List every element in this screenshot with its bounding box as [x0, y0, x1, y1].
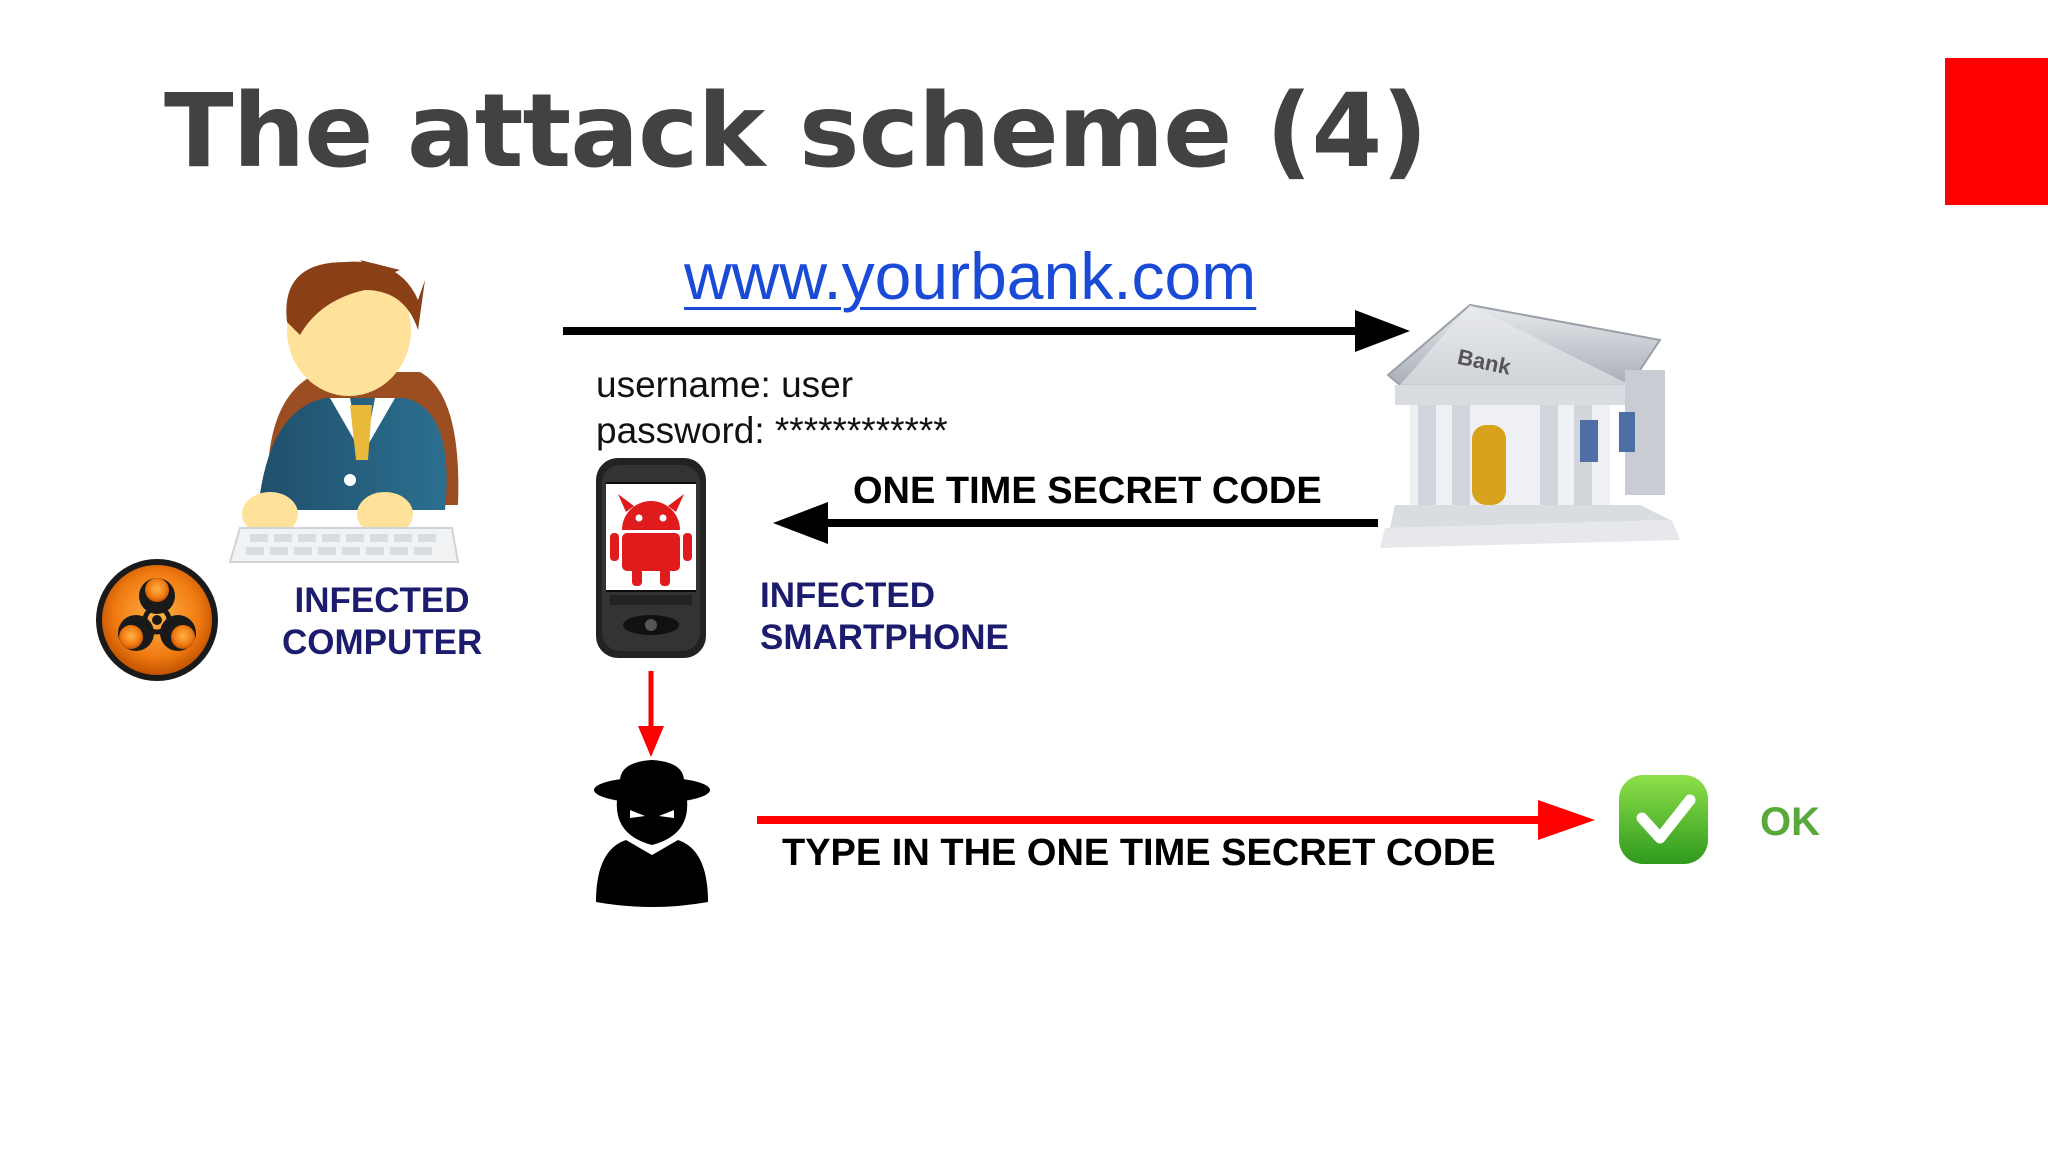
infected-computer-line2: COMPUTER — [282, 623, 483, 662]
bank-building-icon — [1380, 303, 1680, 548]
infected-computer-line1: INFECTED — [294, 581, 470, 620]
hacker-spy-icon — [594, 760, 710, 907]
username-line: username: user — [596, 364, 854, 405]
infected-smartphone-line2: SMARTPHONE — [760, 618, 1009, 657]
infected-smartphone-line1: INFECTED — [760, 576, 935, 615]
bank-url-link[interactable]: www.yourbank.com — [684, 239, 1257, 313]
ok-label: OK — [1760, 800, 1820, 844]
one-time-code-label: ONE TIME SECRET CODE — [853, 470, 1322, 512]
arrow-to-ok — [757, 800, 1595, 840]
android-malware-icon — [606, 484, 696, 590]
user-at-computer-icon — [228, 260, 460, 563]
arrow-to-hacker — [638, 671, 664, 757]
infected-smartphone-label: INFECTED SMARTPHONE — [760, 575, 1009, 659]
password-line: password: ************ — [596, 410, 948, 451]
accent-red-block — [1945, 58, 2048, 205]
arrow-to-smartphone — [773, 502, 1378, 544]
arrow-to-bank — [563, 310, 1410, 352]
biohazard-icon — [96, 559, 218, 681]
check-icon — [1619, 775, 1708, 864]
infected-computer-label: INFECTED COMPUTER — [282, 580, 482, 664]
slide-title: The attack scheme (4) — [164, 72, 1428, 191]
type-in-code-label: TYPE IN THE ONE TIME SECRET CODE — [782, 832, 1496, 874]
